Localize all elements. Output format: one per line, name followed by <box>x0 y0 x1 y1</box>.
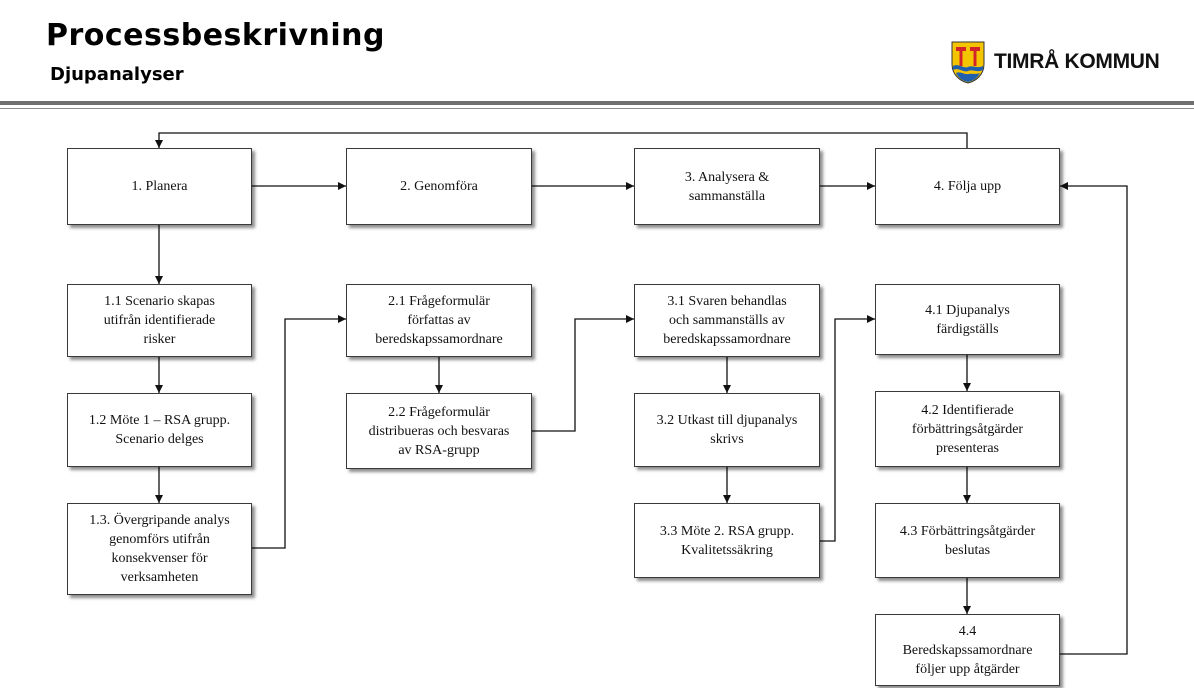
step-analysera: 3. Analysera & sammanställa <box>634 148 820 225</box>
header-rule-thin <box>0 108 1194 109</box>
substep-3-2: 3.2 Utkast till djupanalys skrivs <box>634 393 820 467</box>
coat-of-arms-shield-icon <box>951 41 985 84</box>
step-genomfora: 2. Genomföra <box>346 148 532 225</box>
substep-4-3: 4.3 Förbättringsåtgärder beslutas <box>875 503 1060 578</box>
page-title: Processbeskrivning <box>46 18 385 53</box>
arrow-4-back-to-1 <box>155 132 968 148</box>
arrow-1-3-to-2-1 <box>252 315 346 549</box>
substep-4-4: 4.4 Beredskapssamordnare följer upp åtgä… <box>875 614 1060 686</box>
step-folja-upp: 4. Följa upp <box>875 148 1060 225</box>
arrow-2-2-to-3-1 <box>532 315 634 432</box>
arrow-4-4-to-4 <box>1060 182 1128 655</box>
municipality-logo: TIMRÅ KOMMUN <box>950 40 1160 84</box>
substep-3-3: 3.3 Möte 2. RSA grupp. Kvalitetssäkring <box>634 503 820 578</box>
substep-1-1: 1.1 Scenario skapas utifrån identifierad… <box>67 284 252 357</box>
substep-2-1: 2.1 Frågeformulär författas av beredskap… <box>346 284 532 357</box>
municipality-name: TIMRÅ KOMMUN <box>994 50 1160 73</box>
substep-4-1: 4.1 Djupanalys färdigställs <box>875 284 1060 355</box>
header-rule-thick <box>0 101 1194 105</box>
substep-4-2: 4.2 Identifierade förbättringsåtgärder p… <box>875 391 1060 467</box>
substep-1-3: 1.3. Övergripande analys genomförs utifr… <box>67 503 252 595</box>
substep-2-2: 2.2 Frågeformulär distribueras och besva… <box>346 393 532 469</box>
substep-1-2: 1.2 Möte 1 – RSA grupp. Scenario delges <box>67 393 252 467</box>
arrow-3-3-to-4-1 <box>820 315 875 542</box>
substep-3-1: 3.1 Svaren behandlas och sammanställs av… <box>634 284 820 357</box>
step-planera: 1. Planera <box>67 148 252 225</box>
page-subtitle: Djupanalyser <box>50 64 184 85</box>
